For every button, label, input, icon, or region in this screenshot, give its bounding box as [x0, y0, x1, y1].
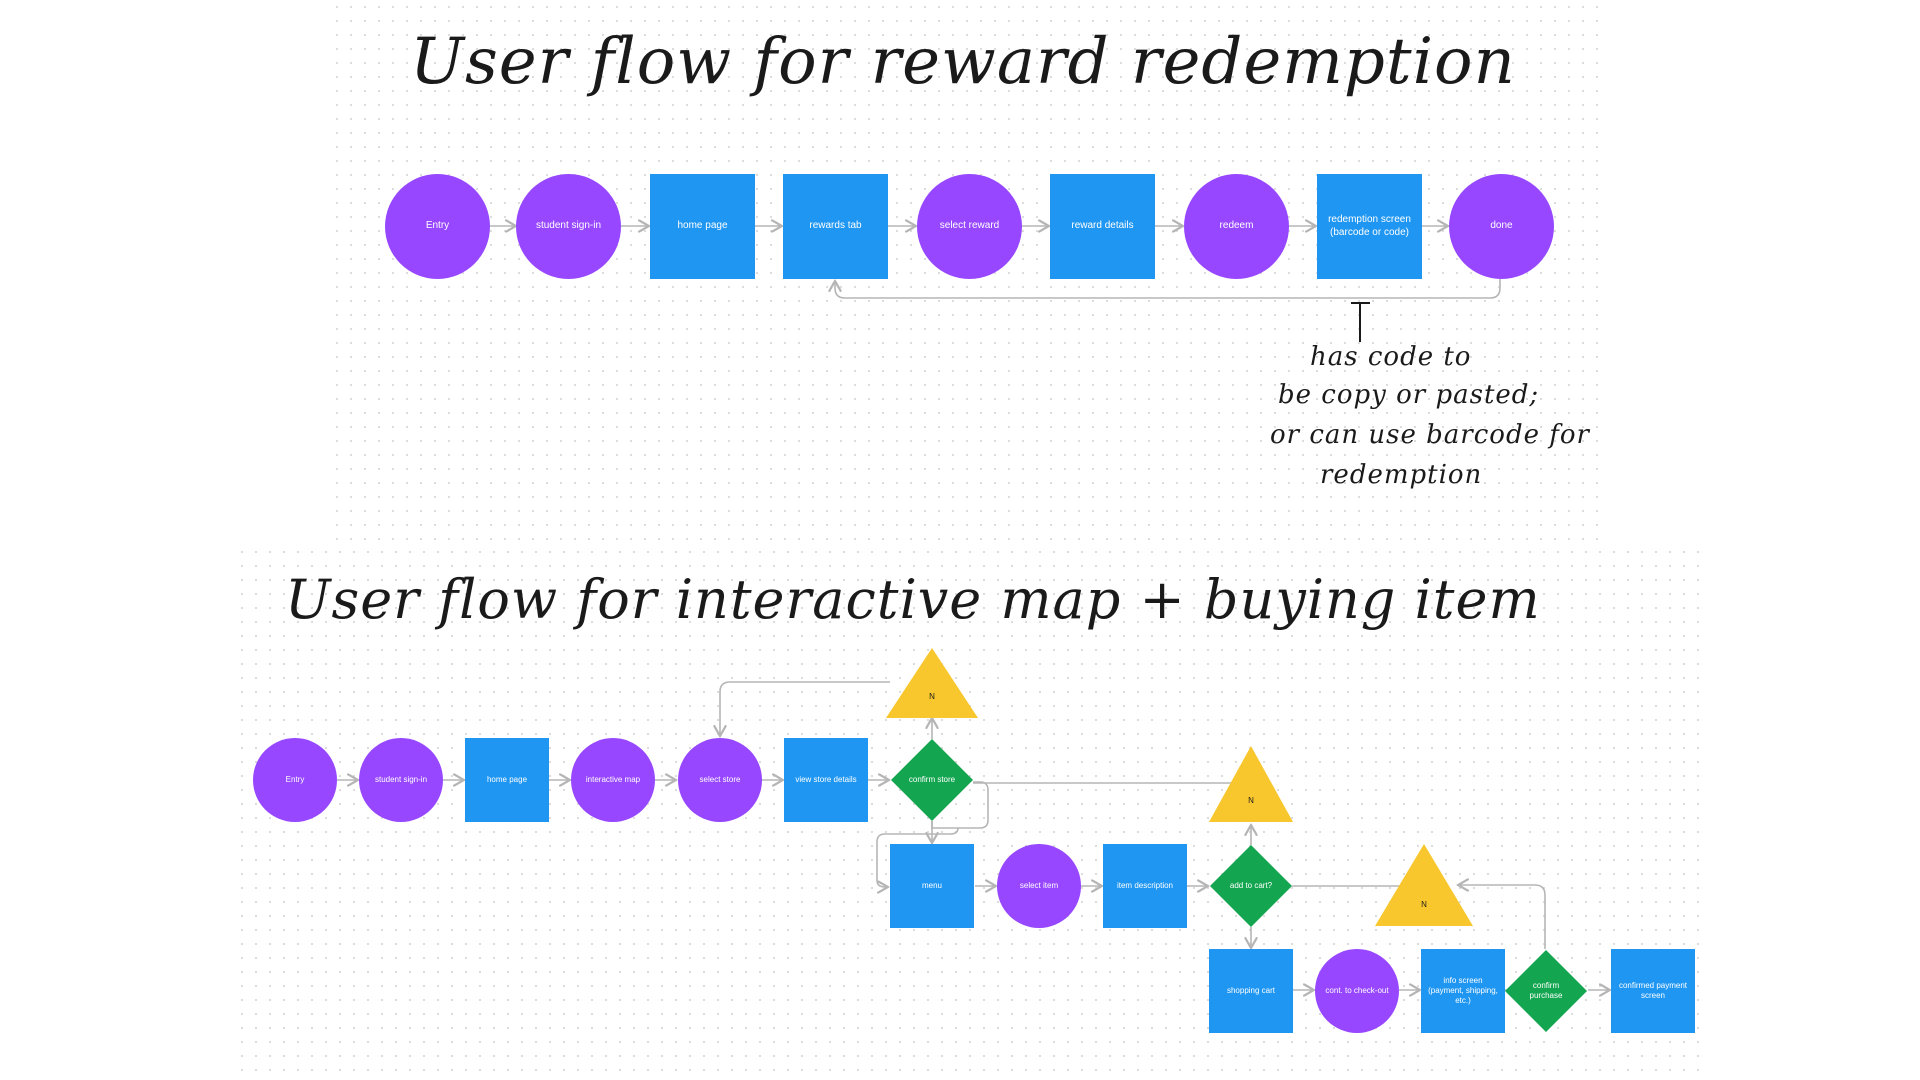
flow1-title: User flow for reward redemption	[410, 25, 1516, 99]
flow1-node-entry[interactable]: Entry	[385, 174, 490, 279]
flow2-decision-confirm-purchase[interactable]: confirm purchase	[1504, 949, 1588, 1033]
flow1-node-student-sign-in[interactable]: student sign-in	[516, 174, 621, 279]
flow2-node-view-store-details[interactable]: view store details	[784, 738, 868, 822]
flow2-node-confirmed-payment-screen[interactable]: confirmed payment screen	[1611, 949, 1695, 1033]
flow1-annotation-line3: or can use barcode for	[1270, 420, 1590, 450]
flow1-node-redemption-screen[interactable]: redemption screen (barcode or code)	[1317, 174, 1422, 279]
flow2-decision-confirm-store[interactable]: confirm store	[890, 738, 974, 822]
flow2-triangle-no-1[interactable]	[886, 648, 978, 718]
flow2-node-select-item[interactable]: select item	[997, 844, 1081, 928]
decision-label: confirm store	[908, 774, 956, 784]
triangle-label: N	[1421, 900, 1427, 909]
decision-label: add to cart?	[1229, 880, 1273, 890]
flow2-title: User flow for interactive map + buying i…	[285, 568, 1541, 631]
triangle-label: N	[929, 692, 935, 701]
flow2-node-interactive-map[interactable]: interactive map	[571, 738, 655, 822]
flow1-node-redeem[interactable]: redeem	[1184, 174, 1289, 279]
flow1-node-done[interactable]: done	[1449, 174, 1554, 279]
flow2-node-student-sign-in[interactable]: student sign-in	[359, 738, 443, 822]
flow2-node-menu[interactable]: menu	[890, 844, 974, 928]
decision-label: confirm purchase	[1529, 980, 1563, 1000]
flow2-node-entry[interactable]: Entry	[253, 738, 337, 822]
flow2-node-select-store[interactable]: select store	[678, 738, 762, 822]
flow1-annotation-line2: be copy or pasted;	[1278, 380, 1540, 410]
flow1-node-reward-details[interactable]: reward details	[1050, 174, 1155, 279]
triangle-label: N	[1248, 796, 1254, 805]
flow2-node-home-page[interactable]: home page	[465, 738, 549, 822]
flow2-triangle-no-3[interactable]	[1375, 844, 1473, 926]
flow2-node-item-description[interactable]: item description	[1103, 844, 1187, 928]
flow2-node-continue-checkout[interactable]: cont. to check-out	[1315, 949, 1399, 1033]
flow2-decision-add-to-cart[interactable]: add to cart?	[1209, 844, 1293, 928]
flow1-node-rewards-tab[interactable]: rewards tab	[783, 174, 888, 279]
flow2-node-shopping-cart[interactable]: shopping cart	[1209, 949, 1293, 1033]
flow1-annotation-line4: redemption	[1320, 460, 1483, 490]
flow1-annotation-line1: has code to	[1310, 342, 1472, 372]
flow1-node-select-reward[interactable]: select reward	[917, 174, 1022, 279]
flow2-triangle-no-2[interactable]	[1209, 746, 1293, 822]
flow1-node-home-page[interactable]: home page	[650, 174, 755, 279]
flow2-node-info-screen[interactable]: info screen (payment, shipping, etc.)	[1421, 949, 1505, 1033]
